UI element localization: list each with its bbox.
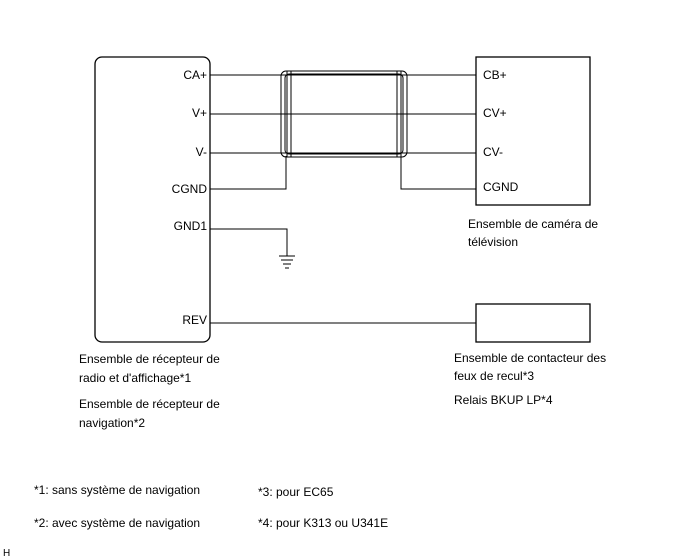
pin-v-minus: V- bbox=[196, 145, 207, 159]
footnote-4: *4: pour K313 ou U341E bbox=[258, 516, 388, 530]
ground-icon bbox=[279, 255, 295, 269]
pin-cgnd-receiver: CGND bbox=[172, 182, 208, 196]
receiver-label-line3: Ensemble de récepteur de bbox=[79, 397, 220, 411]
camera-label-line1: Ensemble de caméra de bbox=[468, 217, 598, 231]
corner-mark: H bbox=[3, 548, 10, 559]
camera-unit-box bbox=[475, 56, 591, 206]
pin-gnd1: GND1 bbox=[174, 219, 208, 233]
wire-shield-drain-camera bbox=[400, 156, 476, 190]
shielded-cable-inner bbox=[284, 73, 404, 155]
pin-cgnd-camera: CGND bbox=[483, 180, 519, 194]
pin-cv-plus: CV+ bbox=[483, 106, 507, 120]
receiver-label-line1: Ensemble de récepteur de bbox=[79, 352, 220, 366]
camera-label-line2: télévision bbox=[468, 235, 518, 249]
receiver-unit-box bbox=[94, 56, 211, 343]
receiver-label-line4: navigation*2 bbox=[79, 416, 145, 430]
shielded-cable-outer bbox=[280, 70, 408, 158]
backup-relay-label: Relais BKUP LP*4 bbox=[454, 393, 553, 407]
footnote-2: *2: avec système de navigation bbox=[34, 516, 200, 530]
backup-switch-label-line1: Ensemble de contacteur des bbox=[454, 351, 606, 365]
pin-v-plus: V+ bbox=[192, 106, 207, 120]
pin-rev: REV bbox=[182, 313, 207, 327]
footnote-1: *1: sans système de navigation bbox=[34, 483, 200, 497]
pin-cb-plus: CB+ bbox=[483, 68, 507, 82]
wire-shield-drain-receiver bbox=[210, 156, 287, 190]
pin-cv-minus: CV- bbox=[483, 145, 503, 159]
backup-switch-label-line2: feux de recul*3 bbox=[454, 369, 534, 383]
pin-ca-plus: CA+ bbox=[183, 68, 207, 82]
footnote-3: *3: pour EC65 bbox=[258, 485, 334, 499]
receiver-label-line2: radio et d'affichage*1 bbox=[79, 371, 191, 385]
wire-gnd1 bbox=[210, 228, 288, 256]
backup-switch-box bbox=[475, 303, 591, 343]
